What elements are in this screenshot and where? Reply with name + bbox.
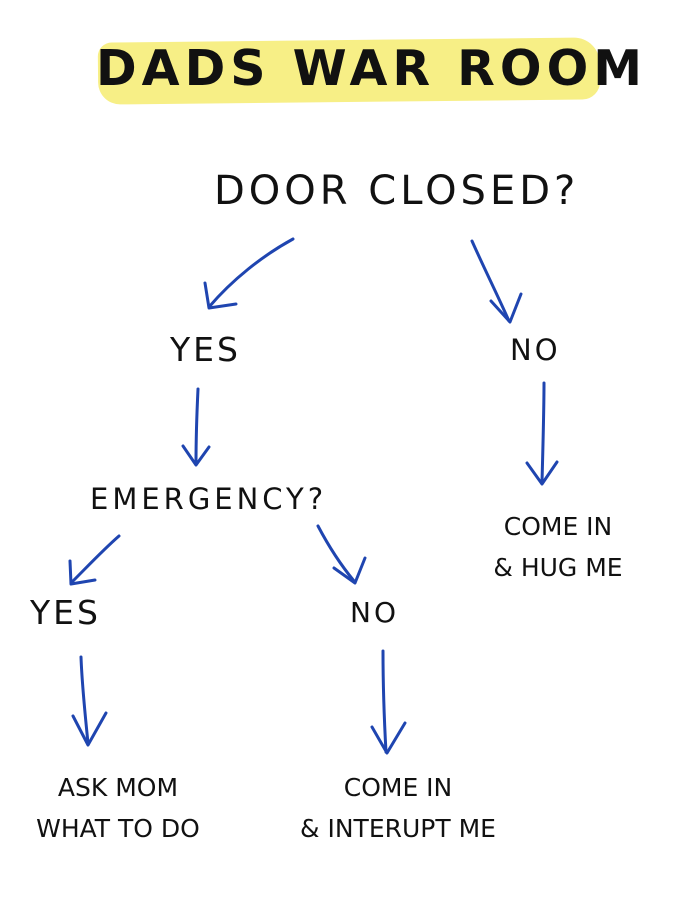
arrow-emergency-to-yes <box>68 534 121 586</box>
arrow-yes-to-emergency <box>181 387 211 467</box>
arrow-door-to-no <box>470 239 523 324</box>
answer-yes-door: YES <box>170 330 241 369</box>
question-emergency: EMERGENCY? <box>90 482 328 516</box>
outcome-ask-mom: ASK MOM WHAT TO DO <box>18 767 218 849</box>
question-door-closed: DOOR CLOSED? <box>214 168 580 214</box>
answer-no-emergency: NO <box>350 596 399 629</box>
arrow-yes-to-ask-mom <box>71 655 108 747</box>
answer-yes-emergency: YES <box>30 593 101 632</box>
outcome-come-in-interrupt: COME IN & INTERUPT ME <box>278 767 518 849</box>
outcome-line: & INTERUPT ME <box>300 814 496 843</box>
outcome-come-in-hug: COME IN & HUG ME <box>488 506 628 588</box>
outcome-line: COME IN <box>343 773 453 802</box>
outcome-line: ASK MOM <box>57 773 179 802</box>
arrow-no-to-interrupt <box>370 649 407 755</box>
outcome-line: WHAT TO DO <box>36 814 200 843</box>
outcome-line: & HUG ME <box>493 553 623 582</box>
arrow-emergency-to-no <box>316 524 367 585</box>
arrow-door-to-yes <box>203 237 295 310</box>
outcome-line: COME IN <box>503 512 613 541</box>
page-title: DADS WAR ROOM <box>96 40 647 97</box>
answer-no-door: NO <box>510 333 561 367</box>
arrow-no-to-hug <box>525 381 559 486</box>
